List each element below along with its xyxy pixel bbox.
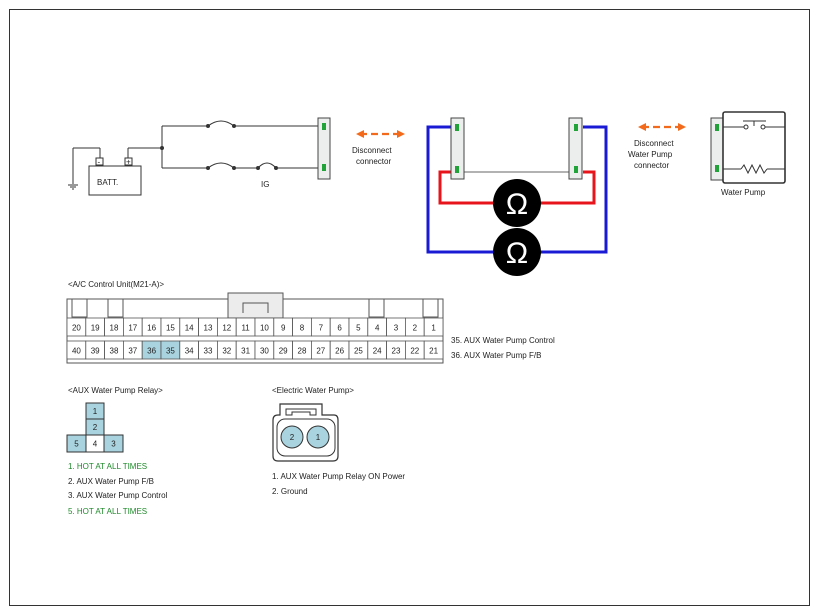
ac-pin-label: 38: [110, 347, 119, 356]
ac-pin-label: 23: [392, 347, 401, 356]
pump-note: 2. Ground: [272, 487, 308, 496]
ohm-symbol: Ω: [506, 188, 528, 221]
battery-circuit: - + BATT. IG: [68, 117, 331, 196]
ac-pin-label: 4: [375, 324, 380, 333]
relay-pin-4: 4: [93, 440, 98, 449]
ac-pin-label: 36: [147, 347, 156, 356]
ac-pin-label: 1: [431, 324, 436, 333]
ohmmeter-icon: [493, 228, 541, 276]
relay-note: 2. AUX Water Pump F/B: [68, 477, 154, 486]
relay-note: 5. HOT AT ALL TIMES: [68, 507, 147, 516]
ac-pin-label: 40: [72, 347, 81, 356]
disconnect-pump-label-2: Water Pump: [628, 150, 673, 159]
pump-connector-title: <Electric Water Pump>: [272, 386, 354, 395]
relay-pin-5: 5: [74, 440, 79, 449]
ac-pin-label: 25: [354, 347, 363, 356]
ohm-symbol: Ω: [506, 237, 528, 270]
ac-pin-label: 22: [410, 347, 419, 356]
ac-pin-label: 31: [241, 347, 250, 356]
ac-pin-label: 33: [204, 347, 213, 356]
relay-pin-1: 1: [93, 407, 98, 416]
ac-pin-label: 11: [241, 324, 250, 333]
ac-pin-label: 6: [337, 324, 342, 333]
battery-minus: -: [98, 158, 101, 167]
relay-pin-3: 3: [111, 440, 116, 449]
ig-label: IG: [261, 180, 269, 189]
ground-icon: [68, 184, 78, 190]
water-pump-symbol: [710, 111, 786, 184]
pump-connector: 2 1: [272, 403, 339, 462]
battery-box: [88, 165, 142, 196]
ac-pin-label: 2: [413, 324, 418, 333]
relay-pin-2: 2: [93, 423, 98, 432]
battery-label: BATT.: [97, 178, 118, 187]
disconnect-arrow-icon: [638, 123, 686, 131]
ac-pin-note-35: 35. AUX Water Pump Control: [451, 336, 555, 345]
harness-connector: [317, 117, 331, 180]
ignition-switch-icon: [256, 162, 278, 170]
disconnect-pump-label-1: Disconnect: [634, 139, 674, 148]
ac-pin-label: 13: [204, 324, 213, 333]
disconnect-connector-label-1: Disconnect: [352, 146, 392, 155]
ac-top-row: 20 19 18 17 16 15 14 13 12 11 10 9 8 7 6 5 4 3 2 1: [66, 317, 444, 337]
pump-pin-2: 2: [290, 433, 295, 442]
ac-pin-label: 5: [356, 324, 361, 333]
ac-pin-label: 27: [316, 347, 325, 356]
ac-pin-label: 34: [185, 347, 194, 356]
ac-pin-label: 17: [128, 324, 137, 333]
pump-note: 1. AUX Water Pump Relay ON Power: [272, 472, 405, 481]
ohmmeter-icon: [493, 179, 541, 227]
ac-pin-label: 26: [335, 347, 344, 356]
connector-right: [568, 117, 583, 180]
ac-pin-label: 19: [91, 324, 100, 333]
ac-pin-label: 21: [429, 347, 438, 356]
ac-pin-label: 15: [166, 324, 175, 333]
ac-unit-title: <A/C Control Unit(M21-A)>: [68, 280, 164, 289]
ac-pin-label: 39: [91, 347, 100, 356]
ac-pin-label: 20: [72, 324, 81, 333]
ac-pin-label: 18: [110, 324, 119, 333]
ac-pin-cell: [423, 317, 444, 337]
ac-pin-label: 28: [298, 347, 307, 356]
disconnect-arrow-icon: [356, 130, 405, 138]
connector-left: [450, 117, 465, 180]
ac-pin-label: 30: [260, 347, 269, 356]
ac-pin-label: 10: [260, 324, 269, 333]
ac-pin-label: 29: [279, 347, 288, 356]
diagram-frame: [9, 9, 810, 606]
relay-connector: 1 2 5 4 3: [66, 402, 124, 453]
fuse-icon: [206, 162, 236, 170]
disconnect-pump-label-3: connector: [634, 161, 669, 170]
disconnect-connector-label-2: connector: [356, 157, 391, 166]
ac-pin-label: 12: [222, 324, 231, 333]
ac-pin-label: 3: [394, 324, 399, 333]
relay-title: <AUX Water Pump Relay>: [68, 386, 163, 395]
pump-pin-1: 1: [316, 433, 321, 442]
ac-pin-note-36: 36. AUX Water Pump F/B: [451, 351, 541, 360]
relay-note: 3. AUX Water Pump Control: [68, 491, 168, 500]
ac-pin-label: 35: [166, 347, 175, 356]
water-pump-label: Water Pump: [721, 188, 766, 197]
ac-pin-label: 32: [222, 347, 231, 356]
ac-pin-label: 24: [373, 347, 382, 356]
battery-plus: +: [126, 158, 131, 167]
ac-pin-label: 16: [147, 324, 156, 333]
ac-bottom-row: 40 39 38 37 36 35 34 33 32 31 30 29 28 27 26 25 24 23 22 21: [66, 340, 444, 360]
ac-pin-label: 8: [300, 324, 305, 333]
ac-pin-label: 14: [185, 324, 194, 333]
relay-note: 1. HOT AT ALL TIMES: [68, 462, 147, 471]
ac-pin-label: 9: [281, 324, 286, 333]
ac-pin-label: 37: [128, 347, 137, 356]
ac-pin-label: 7: [319, 324, 324, 333]
fuse-icon: [206, 120, 236, 128]
ohmmeter-test: Ω Ω: [426, 117, 608, 276]
ac-pin-cell: [423, 340, 444, 360]
